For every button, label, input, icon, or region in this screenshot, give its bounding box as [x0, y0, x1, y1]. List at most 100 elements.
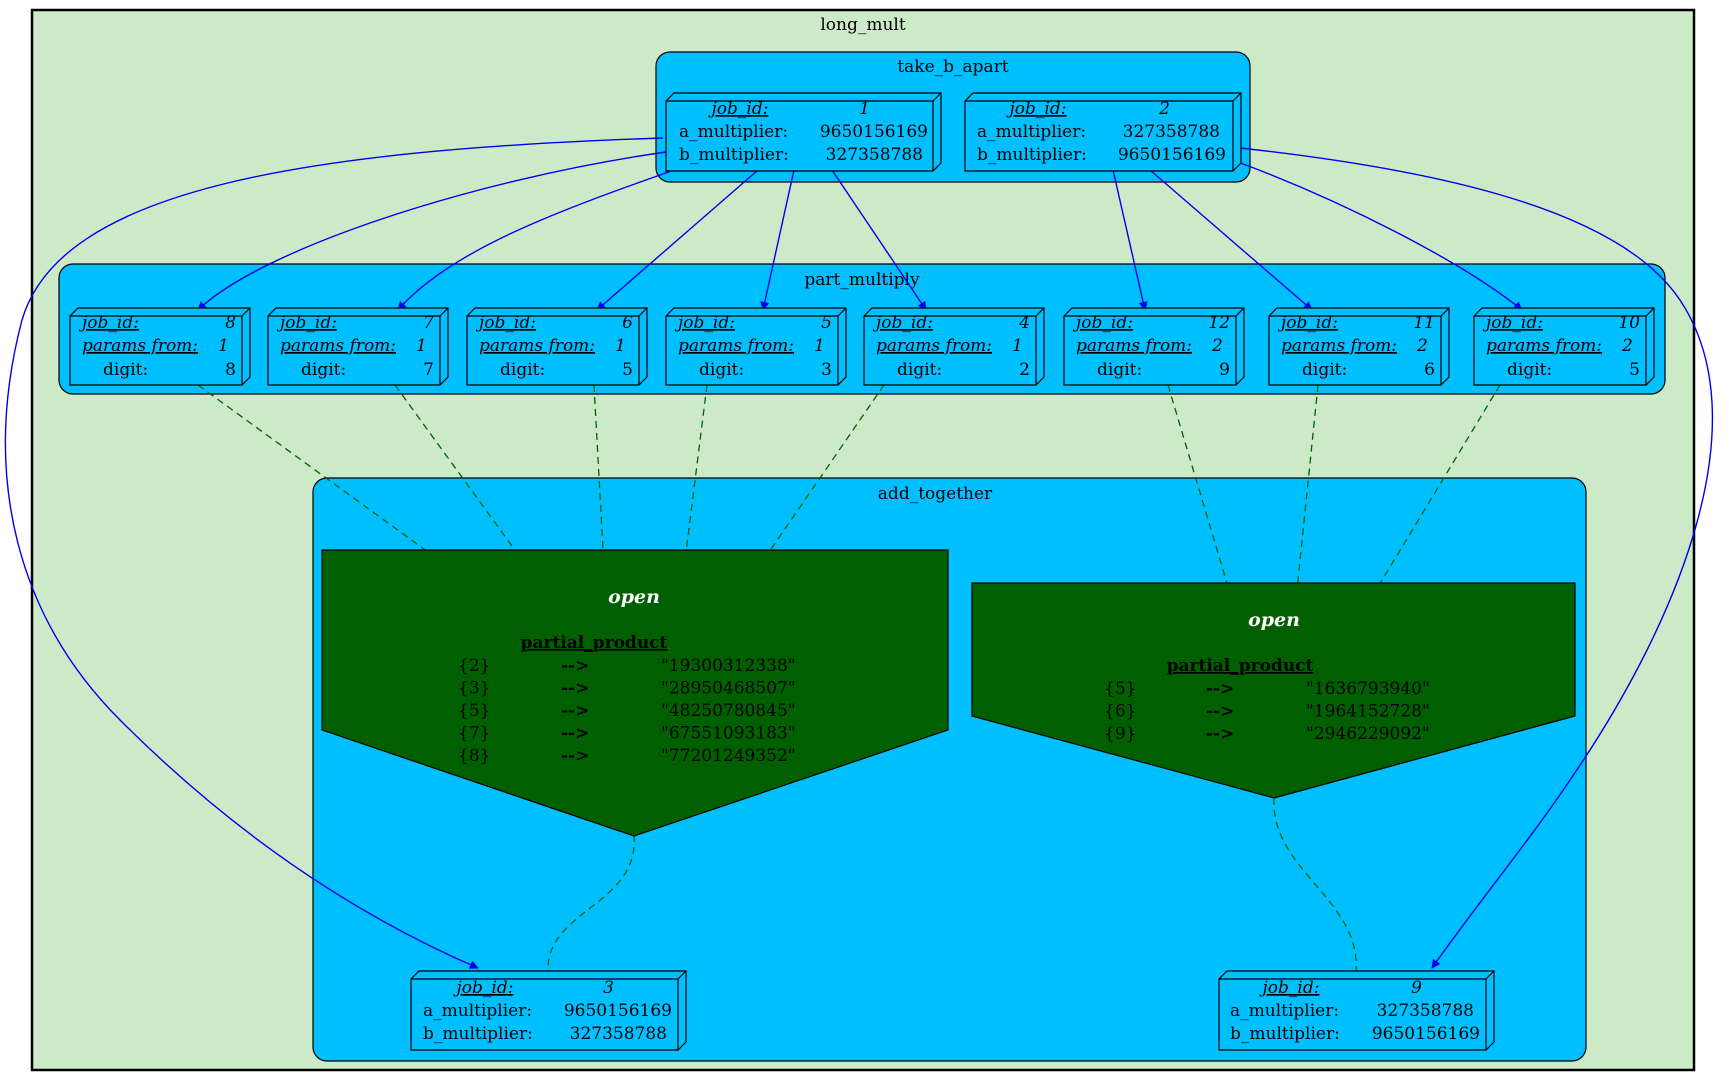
- part-box-shape: [267, 307, 449, 386]
- semaphore-edge-p7: [394, 384, 529, 569]
- semaphore-left-row: {7}-->"67551093183": [458, 724, 796, 744]
- job-box-1[interactable]: job_id: 1 a_multiplier: 9650156169 b_mul…: [665, 92, 942, 172]
- part-box-shape: [466, 307, 648, 386]
- part-box-digit-value: 7: [423, 360, 434, 380]
- part-box-params-value: 1: [416, 336, 427, 356]
- edge-j1-to-p8: [197, 151, 667, 311]
- semaphore-left-row: {2}-->"19300312338": [458, 656, 796, 676]
- semaphore-row-value: "28950468507": [661, 679, 796, 699]
- job-box-3-id-value: 3: [603, 978, 614, 998]
- semaphore-row-arrow: -->: [561, 746, 589, 766]
- job-box-9-id-label: job_id:: [1259, 978, 1320, 998]
- edge-j2-to-j9: [1239, 147, 1714, 969]
- part-box-params-label: params from:: [1281, 336, 1397, 356]
- job-box-1-shape: [665, 92, 942, 172]
- job-box-9[interactable]: job_id: 9 a_multiplier: 327358788 b_mult…: [1218, 970, 1495, 1051]
- part-box-params-value: 1: [814, 336, 825, 356]
- part-box-id-label: job_id:: [475, 313, 536, 333]
- edge-j2-to-p10: [1237, 161, 1523, 311]
- part-box-params-value: 2: [1416, 336, 1428, 356]
- part-box-id-value: 5: [821, 313, 832, 333]
- cluster-long-mult-label: long_mult: [820, 15, 906, 35]
- part-box-params-label: params from:: [876, 336, 992, 356]
- job-box-1-a-value: 9650156169: [820, 122, 928, 142]
- semaphore-edge-p5: [683, 384, 708, 569]
- semaphore-row-arrow: -->: [561, 679, 589, 699]
- part-box-params-value: 1: [218, 336, 229, 356]
- job-box-9-a-label: a_multiplier:: [1230, 1001, 1339, 1021]
- job-box-3[interactable]: job_id: 3 a_multiplier: 9650156169 b_mul…: [410, 970, 687, 1051]
- part-box-digit-value: 5: [622, 360, 633, 380]
- part-box-id-value: 12: [1208, 313, 1230, 333]
- semaphore-row-arrow: -->: [561, 656, 589, 676]
- semaphore-row-value: "48250780845": [661, 701, 796, 721]
- semaphore-row-arrow: -->: [561, 701, 589, 721]
- semaphore-right-row: {5}-->"1636793940": [1104, 679, 1430, 699]
- part-box-shape: [1473, 307, 1655, 386]
- part-box-id-label: job_id:: [872, 313, 933, 333]
- semaphore-row-arrow: -->: [561, 724, 589, 744]
- job-box-9-b-label: b_multiplier:: [1230, 1024, 1340, 1044]
- part-box-id-value: 11: [1413, 313, 1435, 333]
- semaphore-row-key: {3}: [458, 679, 490, 699]
- job-box-1-b-label: b_multiplier:: [679, 145, 789, 165]
- edge-j1-to-p7: [397, 167, 681, 311]
- part-box-shape: [69, 307, 251, 386]
- job-box-1-id-label: job_id:: [708, 99, 769, 119]
- part-box-6[interactable]: job_id: 6 params from: 1 digit: 5: [466, 307, 648, 386]
- semaphore-row-value: "1964152728": [1306, 702, 1430, 722]
- job-box-1-a-label: a_multiplier:: [679, 122, 788, 142]
- job-box-2-shape: [964, 92, 1242, 172]
- job-box-2-b-label: b_multiplier:: [977, 145, 1087, 165]
- job-box-2[interactable]: job_id: 2 a_multiplier: 327358788 b_mult…: [964, 92, 1242, 172]
- semaphore-edge-p10: [1369, 384, 1501, 601]
- part-box-id-value: 6: [622, 313, 633, 333]
- semaphore-edge-p12: [1167, 384, 1233, 601]
- part-box-digit-label: digit:: [897, 360, 942, 380]
- semaphore-row-arrow: -->: [1206, 679, 1234, 699]
- semaphore-left-row: {5}-->"48250780845": [458, 701, 796, 721]
- semaphore-row-arrow: -->: [1206, 724, 1234, 744]
- part-box-id-value: 7: [423, 313, 434, 333]
- part-box-shape: [863, 307, 1045, 386]
- cluster-add-together-label: add_together: [878, 484, 993, 504]
- semaphore-row-value: "19300312338": [661, 656, 796, 676]
- part-box-shape: [1063, 307, 1245, 386]
- part-box-id-label: job_id:: [1482, 313, 1543, 333]
- semaphore-right[interactable]: open partial_product {5}-->"1636793940"{…: [971, 582, 1576, 799]
- edge-j1-to-p6: [596, 169, 759, 311]
- semaphore-edge-right-to-j9: [1273, 797, 1357, 973]
- semaphore-row-key: {7}: [458, 724, 490, 744]
- semaphore-left-row: {3} --> "28950468507": [458, 679, 796, 699]
- part-box-digit-label: digit:: [1302, 360, 1347, 380]
- edge-j2-to-p12: [1112, 169, 1148, 311]
- part-box-params-label: params from:: [479, 336, 595, 356]
- part-box-id-label: job_id:: [1277, 313, 1338, 333]
- semaphore-row-value: "2946229092": [1306, 724, 1430, 744]
- job-box-3-a-value: 9650156169: [564, 1001, 672, 1021]
- part-box-digit-value: 5: [1629, 360, 1640, 380]
- part-box-params-label: params from:: [1486, 336, 1602, 356]
- semaphore-edge-left-to-j3: [547, 834, 635, 973]
- semaphore-left-rows: {2}-->"19300312338"{3}-->"28950468507"{5…: [458, 656, 796, 766]
- part-box-digit-value: 3: [821, 360, 832, 380]
- semaphore-edge-p8: [197, 384, 451, 569]
- part-box-digit-label: digit:: [103, 360, 148, 380]
- part-box-id-label: job_id:: [276, 313, 337, 333]
- part-box-params-value: 1: [615, 336, 626, 356]
- part-box-params-value: 1: [1012, 336, 1023, 356]
- part-box-digit-value: 8: [225, 360, 236, 380]
- part-box-params-label: params from:: [280, 336, 396, 356]
- semaphore-left[interactable]: open partial_product {2}-->"19300312338"…: [321, 549, 949, 837]
- semaphore-left-status: open: [608, 586, 660, 608]
- part-box-shape: [1268, 307, 1450, 386]
- part-box-params-value: 2: [1621, 336, 1633, 356]
- part-box-digit-label: digit:: [500, 360, 545, 380]
